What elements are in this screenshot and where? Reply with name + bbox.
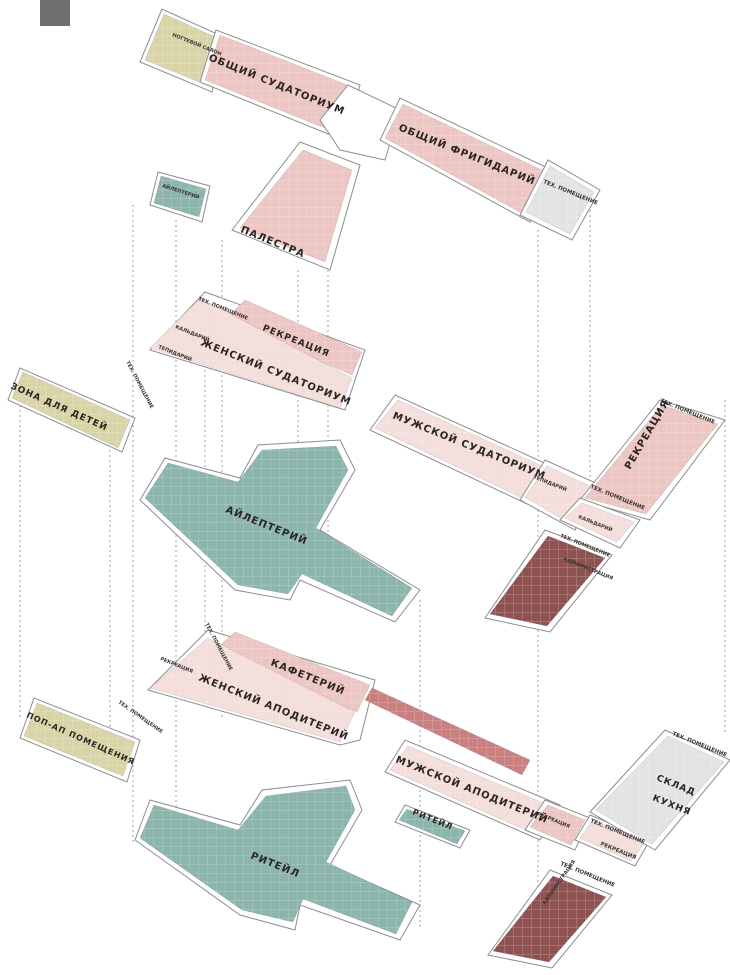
label-tech-b: ТЕХ. ПОМЕЩЕНИЕ — [117, 700, 164, 736]
band-red-corridor-grid — [365, 688, 530, 775]
room-cafeteria-grid — [215, 632, 370, 712]
room-common-sudatorium-grid — [205, 35, 355, 134]
room-common-frigidarium-grid — [385, 104, 546, 216]
room-warehouse-kitchen-grid — [596, 736, 724, 844]
corner-marker — [40, 0, 70, 26]
room-aileptery-grid — [145, 446, 412, 616]
room-retail-small-grid — [399, 809, 465, 844]
room-tech-l3-grid — [526, 166, 594, 234]
room-men-apodyterium-grid — [390, 746, 555, 835]
room-men-sudatorium-grid — [375, 400, 555, 505]
room-kids-zone-grid — [12, 372, 130, 448]
room-caldarium-r-grid — [565, 503, 634, 542]
label-tech-left: ТЕХ. ПОМЕЩЕНИЕ — [124, 360, 154, 410]
room-administration-l2-grid — [490, 536, 605, 626]
room-popup-grid — [24, 703, 135, 776]
room-recreation-r1-grid — [530, 805, 585, 845]
room-administration-l1-grid — [493, 876, 606, 962]
room-aileptery-small-grid — [154, 176, 206, 217]
room-women-sudatorium-grid — [150, 298, 352, 408]
room-recreation-l2-grid — [225, 300, 362, 375]
room-recreation-r-grid — [585, 405, 718, 514]
room-retail-grid — [140, 786, 412, 934]
room-recreation-r2-grid — [580, 820, 645, 861]
room-palestra-grid — [240, 150, 352, 262]
room-nail-salon-grid — [145, 14, 222, 86]
room-women-apodyterium-grid — [150, 638, 355, 742]
